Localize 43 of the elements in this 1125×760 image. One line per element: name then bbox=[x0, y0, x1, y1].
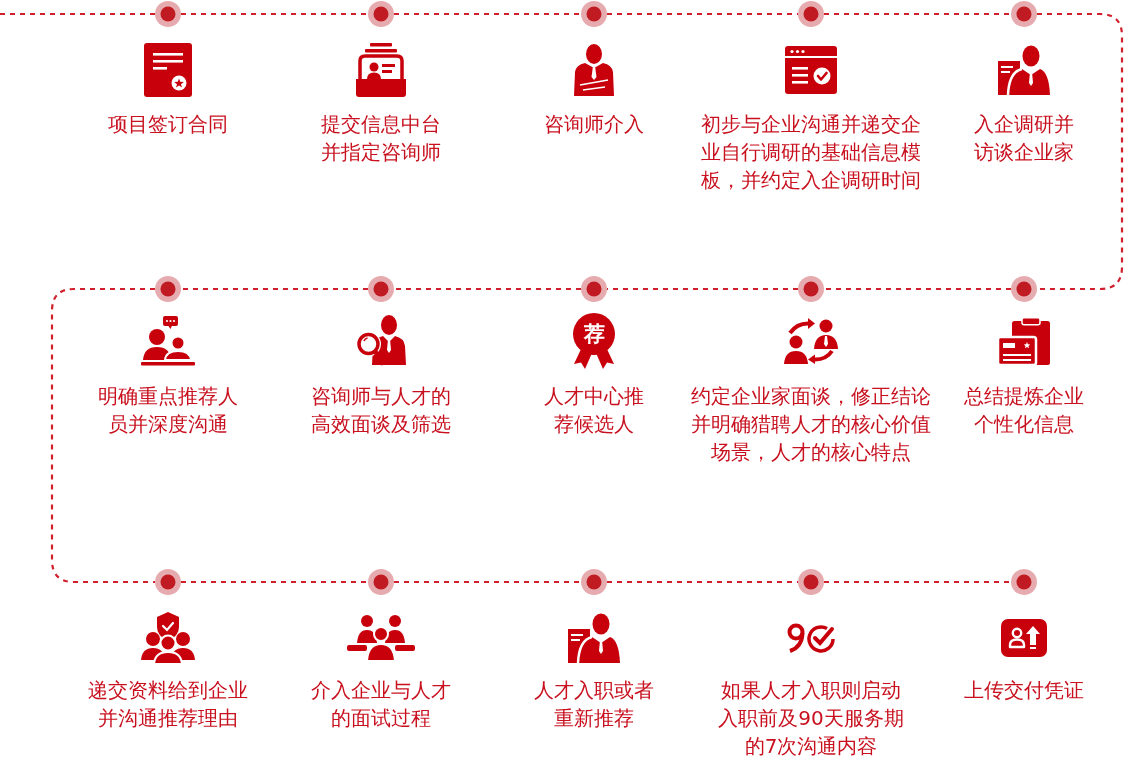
step-label: 约定企业家面谈，修正结论并明确猎聘人才的核心价值场景，人才的核心特点 bbox=[690, 383, 932, 466]
step-label: 明确重点推荐人员并深度沟通 bbox=[97, 383, 239, 438]
step-label: 提交信息中台并指定咨询师 bbox=[320, 111, 442, 166]
dashed-line bbox=[181, 12, 368, 16]
timeline-dot bbox=[1011, 569, 1037, 595]
dashed-line bbox=[394, 580, 581, 584]
timeline-dot bbox=[581, 276, 607, 302]
step-label: 初步与企业沟通并递交企业自行调研的基础信息模板，并约定入企调研时间 bbox=[700, 111, 922, 194]
step-label: 项目签订合同 bbox=[107, 111, 229, 138]
step-label: 咨询师与人才的高效面谈及筛选 bbox=[310, 383, 452, 438]
step-label: 如果人才入职则启动入职前及90天服务期的7次沟通内容 bbox=[717, 677, 905, 760]
timeline-dot bbox=[368, 276, 394, 302]
step-label: 人才中心推荐候选人 bbox=[543, 383, 645, 438]
step-label: 递交资料给到企业并沟通推荐理由 bbox=[87, 677, 249, 732]
dashed-line bbox=[181, 287, 368, 291]
step-label: 咨询师介入 bbox=[543, 111, 645, 138]
timeline-dot bbox=[155, 569, 181, 595]
dashed-line bbox=[1037, 12, 1124, 291]
dashed-line bbox=[50, 287, 155, 584]
timeline-dot bbox=[798, 569, 824, 595]
timeline-dot bbox=[368, 1, 394, 27]
step-label: 上传交付凭证 bbox=[963, 677, 1085, 704]
dashed-line bbox=[824, 12, 1011, 16]
dashed-line bbox=[824, 287, 1011, 291]
step-label: 人才入职或者重新推荐 bbox=[533, 677, 655, 732]
timeline-dot bbox=[581, 1, 607, 27]
timeline-dot bbox=[581, 569, 607, 595]
dashed-line bbox=[394, 287, 581, 291]
timeline-dot bbox=[798, 276, 824, 302]
dashed-line bbox=[0, 12, 155, 16]
step-label: 介入企业与人才的面试过程 bbox=[310, 677, 452, 732]
timeline-dot bbox=[155, 1, 181, 27]
timeline-dot bbox=[1011, 276, 1037, 302]
step-label: 入企调研并访谈企业家 bbox=[973, 111, 1075, 166]
timeline-dot bbox=[798, 1, 824, 27]
dashed-line bbox=[181, 580, 368, 584]
step-label: 总结提炼企业个性化信息 bbox=[963, 383, 1085, 438]
dashed-line bbox=[824, 580, 1011, 584]
dashed-line bbox=[394, 12, 581, 16]
badge-text: 荐 bbox=[583, 323, 605, 345]
timeline-dot bbox=[368, 569, 394, 595]
timeline-dot bbox=[155, 276, 181, 302]
timeline-dot bbox=[1011, 1, 1037, 27]
